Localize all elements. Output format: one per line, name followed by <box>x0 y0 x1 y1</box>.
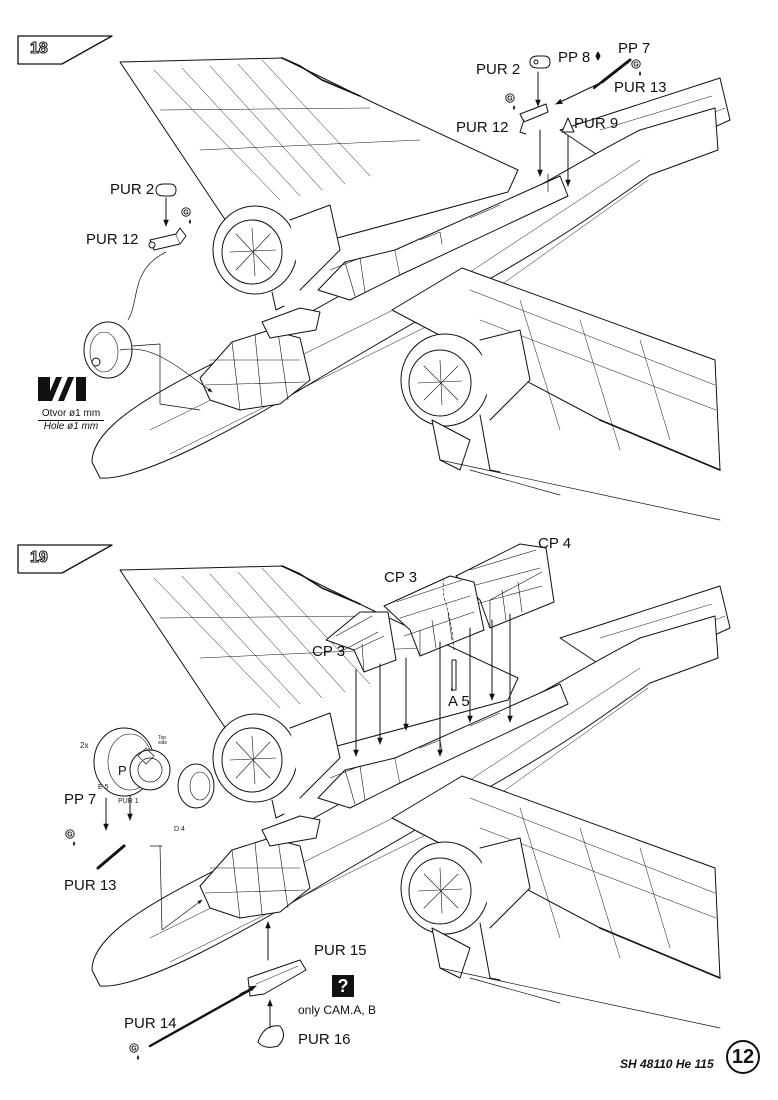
engine-exploded-part <box>93 727 215 809</box>
pur12-left-part <box>148 227 187 251</box>
label-top-side: Top side <box>158 735 168 746</box>
label-pur2-top: PUR 2 <box>476 61 521 78</box>
label-pur1: PUR 1 <box>118 798 139 805</box>
step-number-18: 18 <box>30 40 49 57</box>
label-pur15: PUR 15 <box>314 942 367 959</box>
glue-icon <box>129 1043 140 1061</box>
label-cp4: CP 4 <box>538 535 572 552</box>
canopy-cp3-left <box>325 611 397 673</box>
step-19-panel <box>17 543 731 1061</box>
step-18-panel <box>17 35 731 521</box>
footer-title: SH 48110 He 115 <box>620 1057 714 1071</box>
label-pur12-left: PUR 12 <box>86 231 139 248</box>
label-pp8: PP 8 <box>558 49 591 66</box>
label-p: P <box>118 763 127 778</box>
pur2-left-part <box>155 183 177 197</box>
pur9-part <box>561 117 575 133</box>
label-pur16: PUR 16 <box>298 1031 351 1048</box>
label-pur14: PUR 14 <box>124 1015 177 1032</box>
label-2x: 2x <box>80 741 89 750</box>
label-pur13: PUR 13 <box>614 79 667 96</box>
glue-icon <box>181 207 192 225</box>
pur2-top-part <box>529 55 551 69</box>
label-pp7: PP 7 <box>618 40 651 57</box>
glue-icon <box>631 59 642 77</box>
glue-icon <box>505 93 516 111</box>
canopy-cp4 <box>455 543 555 629</box>
page-number: 12 <box>726 1040 760 1074</box>
label-a5: A 5 <box>448 693 470 710</box>
drill-hole-icon <box>38 377 86 401</box>
label-only-cam: only CAM.A, B <box>298 1003 377 1017</box>
question-icon: ? <box>332 975 354 997</box>
label-pur2-left: PUR 2 <box>110 181 155 198</box>
step-number-19: 19 <box>30 549 49 566</box>
pur15-part <box>247 959 307 997</box>
pp8-part <box>595 51 601 61</box>
hole-note-en: Hole ø1 mm <box>38 420 104 433</box>
pur16-part <box>257 1025 284 1048</box>
canopy-cp3-top <box>383 575 485 657</box>
label-d4: D 4 <box>174 826 185 833</box>
label-pur13-19: PUR 13 <box>64 877 117 894</box>
label-cp3-left: CP 3 <box>312 643 346 660</box>
hole-note-cz: Otvor ø1 mm <box>41 408 101 419</box>
label-pur9: PUR 9 <box>574 115 619 132</box>
label-pur12-top: PUR 12 <box>456 119 509 136</box>
glue-icon <box>65 829 76 847</box>
hole-note: Otvor ø1 mm Hole ø1 mm <box>38 408 104 433</box>
pur12-top-part <box>519 103 549 135</box>
label-e5: E 5 <box>98 784 109 791</box>
round-part <box>83 321 133 379</box>
label-cp3-top: CP 3 <box>384 569 418 586</box>
label-pp7-19: PP 7 <box>64 791 97 808</box>
